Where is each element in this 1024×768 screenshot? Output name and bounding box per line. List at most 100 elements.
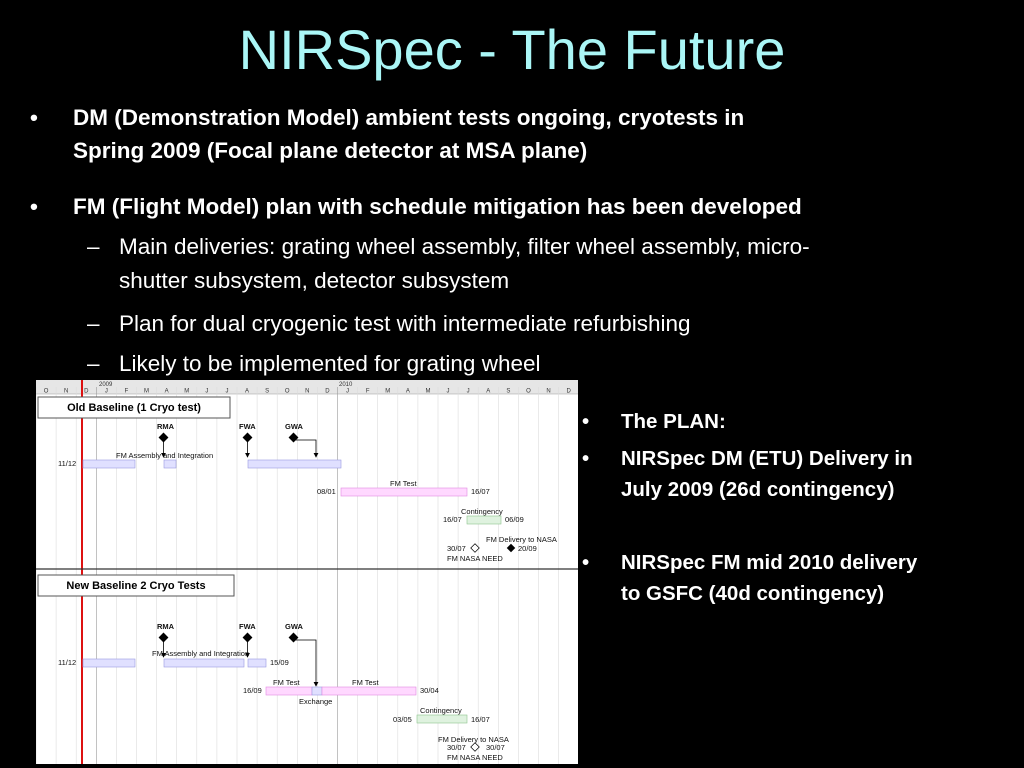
old-baseline-label: Old Baseline (1 Cryo test) [67, 402, 201, 414]
sub-bullet-grating: – Likely to be implemented for grating w… [0, 345, 540, 383]
assembly-label: FM Assembly and Integration [116, 451, 213, 460]
bullet-dm-tests: • DM (Demonstration Model) ambient tests… [0, 101, 744, 167]
assembly-bar [163, 459, 177, 469]
month-label: A [406, 389, 410, 395]
start-date: 11/12 [58, 459, 76, 468]
month-label: A [165, 389, 169, 395]
test-label: FM Test [352, 678, 379, 687]
month-label: N [305, 389, 309, 395]
side-bullet-fm-delivery: • NIRSpec FM mid 2010 delivery to GSFC (… [0, 547, 917, 609]
slide-title: NIRSpec - The Future [238, 18, 786, 81]
nasa-need-label: FM NASA NEED [447, 554, 503, 563]
test-bar [321, 686, 417, 696]
bullet-line: Plan for dual cryogenic test with interm… [119, 311, 691, 336]
side-bullet-plan: • The PLAN: [0, 406, 726, 437]
contingency-end-date: 16/07 [471, 715, 490, 724]
month-label: D [566, 389, 571, 395]
new-baseline-label: New Baseline 2 Cryo Tests [66, 580, 205, 592]
bullet-line: NIRSpec FM mid 2010 delivery [621, 551, 918, 574]
month-label: M [144, 389, 149, 395]
month-label: A [245, 389, 249, 395]
bullet-line: NIRSpec DM (ETU) Delivery in [621, 447, 913, 470]
delivery-date: 30/07 [447, 743, 466, 752]
exchange-bar [311, 686, 323, 696]
month-label: S [265, 389, 269, 395]
test-start-date: 16/09 [243, 686, 262, 695]
month-label: J [205, 389, 208, 395]
contingency-bar [466, 515, 502, 525]
month-label: M [385, 389, 390, 395]
contingency-start-date: 03/05 [393, 715, 412, 724]
contingency-label: Contingency [461, 507, 503, 516]
test-label: FM Test [273, 678, 300, 687]
month-label: J [225, 389, 228, 395]
test-label: FM Test [390, 479, 417, 488]
milestone-rma: RMA [157, 622, 175, 631]
milestone-diamond [158, 632, 169, 643]
month-label: J [346, 389, 349, 395]
year-label: 2010 [339, 382, 353, 388]
bullet-marker: • [582, 551, 590, 574]
milestone-rma: RMA [157, 422, 175, 431]
assembly-bar [247, 459, 342, 469]
delivery-date: 20/09 [518, 544, 537, 553]
assembly-bar [82, 459, 136, 469]
dash-marker: – [87, 311, 100, 336]
month-label: O [526, 389, 531, 395]
bullet-line: DM (Demonstration Model) ambient tests o… [73, 105, 745, 130]
bullet-line: to GSFC (40d contingency) [621, 582, 885, 605]
month-label: F [366, 389, 370, 395]
assembly-end-date: 15/09 [270, 658, 289, 667]
month-label: D [84, 389, 89, 395]
bullet-fm-plan: • FM (Flight Model) plan with schedule m… [0, 190, 802, 223]
assembly-bar [247, 658, 267, 668]
need-diamond [470, 742, 480, 752]
sub-bullet-deliveries: – Main deliveries: grating wheel assembl… [0, 230, 810, 298]
contingency-bar [416, 714, 468, 724]
milestone-gwa: GWA [285, 422, 303, 431]
month-label: S [506, 389, 510, 395]
month-label: N [546, 389, 550, 395]
month-label: O [285, 389, 290, 395]
assembly-bar [82, 658, 136, 668]
exchange-label: Exchange [299, 697, 332, 706]
need-diamond [470, 543, 480, 553]
contingency-end-date: 06/09 [505, 515, 524, 524]
delivery-diamond [506, 543, 516, 553]
month-label: J [467, 389, 470, 395]
dash-marker: – [87, 234, 100, 259]
month-label: F [125, 389, 129, 395]
side-bullet-dm-delivery: • NIRSpec DM (ETU) Delivery in July 2009… [0, 443, 913, 505]
bullet-line: The PLAN: [621, 410, 726, 433]
contingency-start-date: 16/07 [443, 515, 462, 524]
month-label: M [425, 389, 430, 395]
month-label: M [184, 389, 189, 395]
delivery-date: 30/07 [447, 544, 466, 553]
delivery-date: 30/07 [486, 743, 505, 752]
milestone-diamond [288, 432, 299, 443]
contingency-label: Contingency [420, 706, 462, 715]
month-label: N [64, 389, 68, 395]
bullet-marker: • [582, 447, 590, 470]
month-label: J [447, 389, 450, 395]
month-label: O [44, 389, 49, 395]
new-baseline-box [37, 574, 235, 597]
month-label: J [105, 389, 108, 395]
bullet-marker: • [582, 410, 590, 433]
milestone-diamond [242, 632, 253, 643]
delivery-label: FM Delivery to NASA [438, 735, 509, 744]
milestone-fwa: FWA [239, 622, 256, 631]
dash-marker: – [87, 351, 100, 376]
test-bar [340, 487, 468, 497]
bullet-line: Main deliveries: grating wheel assembly,… [119, 234, 810, 259]
bullet-marker: • [30, 105, 38, 130]
nasa-need-label: FM NASA NEED [447, 753, 503, 762]
gantt-header [36, 380, 578, 394]
month-label: A [486, 389, 490, 395]
assembly-label: FM Assembly and Integration [152, 649, 249, 658]
assembly-bar [163, 658, 245, 668]
bullet-line: July 2009 (26d contingency) [621, 478, 895, 501]
